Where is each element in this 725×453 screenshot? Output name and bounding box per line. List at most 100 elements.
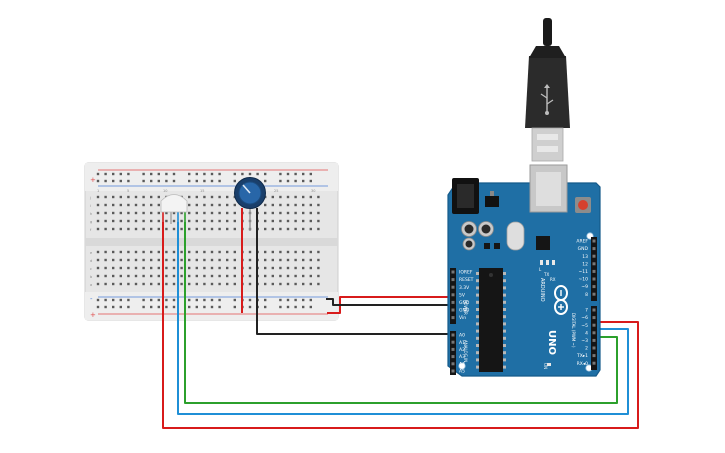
breadboard-hole[interactable]: [119, 179, 122, 183]
breadboard-hole[interactable]: [309, 227, 312, 231]
breadboard-hole[interactable]: [119, 172, 122, 176]
breadboard-hole[interactable]: [119, 250, 122, 254]
digital-pin[interactable]: [592, 262, 596, 266]
breadboard-hole[interactable]: [142, 195, 145, 199]
breadboard-hole[interactable]: [218, 219, 221, 223]
breadboard-hole[interactable]: [134, 274, 138, 278]
breadboard-hole[interactable]: [248, 274, 252, 278]
breadboard-hole[interactable]: [127, 274, 130, 278]
digital-pin[interactable]: [592, 239, 596, 243]
breadboard-hole[interactable]: [165, 179, 168, 183]
breadboard-hole[interactable]: [233, 227, 236, 231]
breadboard-hole[interactable]: [142, 298, 145, 302]
breadboard-hole[interactable]: [104, 211, 107, 215]
breadboard-hole[interactable]: [150, 274, 153, 278]
breadboard-hole[interactable]: [317, 203, 320, 207]
breadboard-hole[interactable]: [188, 172, 191, 176]
breadboard-hole[interactable]: [210, 266, 214, 270]
breadboard-hole[interactable]: [279, 305, 282, 309]
breadboard-hole[interactable]: [134, 266, 138, 270]
breadboard-hole[interactable]: [172, 227, 176, 231]
breadboard-hole[interactable]: [195, 282, 198, 286]
breadboard-hole[interactable]: [188, 203, 191, 207]
breadboard-hole[interactable]: [157, 179, 160, 183]
breadboard-hole[interactable]: [286, 266, 290, 270]
analog-pin[interactable]: [451, 340, 455, 344]
breadboard-hole[interactable]: [188, 250, 191, 254]
breadboard-hole[interactable]: [134, 282, 138, 286]
breadboard-hole[interactable]: [157, 203, 160, 207]
breadboard-hole[interactable]: [188, 298, 191, 302]
breadboard-hole[interactable]: [241, 172, 244, 176]
analog-pin[interactable]: [451, 333, 455, 337]
breadboard-hole[interactable]: [127, 195, 130, 199]
breadboard-hole[interactable]: [248, 266, 252, 270]
breadboard-hole[interactable]: [233, 172, 236, 176]
breadboard-hole[interactable]: [271, 250, 274, 254]
digital-pin[interactable]: [592, 316, 596, 320]
breadboard-hole[interactable]: [302, 203, 305, 207]
arduino-uno[interactable]: L TX RX ARDUINO UNO ON IOREF: [447, 164, 601, 377]
breadboard-hole[interactable]: [150, 172, 153, 176]
breadboard-hole[interactable]: [157, 274, 160, 278]
breadboard-hole[interactable]: [157, 258, 160, 262]
breadboard-hole[interactable]: [317, 282, 320, 286]
breadboard-hole[interactable]: [104, 203, 107, 207]
breadboard-hole[interactable]: [309, 203, 312, 207]
breadboard-hole[interactable]: [142, 266, 145, 270]
breadboard-hole[interactable]: [302, 195, 305, 199]
breadboard-hole[interactable]: [317, 211, 320, 215]
breadboard-hole[interactable]: [96, 227, 100, 231]
breadboard-hole[interactable]: [309, 211, 312, 215]
breadboard-hole[interactable]: [172, 211, 176, 215]
breadboard-hole[interactable]: [264, 266, 267, 270]
breadboard-hole[interactable]: [195, 274, 198, 278]
breadboard-hole[interactable]: [119, 298, 122, 302]
breadboard-hole[interactable]: [203, 250, 206, 254]
breadboard-hole[interactable]: [302, 274, 305, 278]
breadboard-hole[interactable]: [309, 195, 312, 199]
breadboard-hole[interactable]: [104, 195, 107, 199]
breadboard-hole[interactable]: [188, 219, 191, 223]
breadboard-hole[interactable]: [218, 274, 221, 278]
breadboard-hole[interactable]: [127, 179, 130, 183]
breadboard-hole[interactable]: [119, 266, 122, 270]
breadboard-hole[interactable]: [112, 250, 115, 254]
breadboard-hole[interactable]: [226, 266, 229, 270]
breadboard-hole[interactable]: [203, 305, 206, 309]
breadboard-hole[interactable]: [127, 266, 130, 270]
breadboard-hole[interactable]: [264, 227, 267, 231]
breadboard-hole[interactable]: [104, 219, 107, 223]
rgb-led[interactable]: [160, 194, 188, 225]
breadboard-hole[interactable]: [286, 282, 290, 286]
digital-pin[interactable]: [592, 338, 596, 342]
breadboard-hole[interactable]: [188, 211, 191, 215]
breadboard-hole[interactable]: [203, 298, 206, 302]
breadboard-hole[interactable]: [264, 211, 267, 215]
breadboard-hole[interactable]: [96, 195, 100, 199]
breadboard-hole[interactable]: [218, 266, 221, 270]
breadboard-hole[interactable]: [104, 227, 107, 231]
breadboard-hole[interactable]: [112, 258, 115, 262]
breadboard-hole[interactable]: [309, 219, 312, 223]
analog-pin[interactable]: [451, 355, 455, 359]
breadboard-hole[interactable]: [294, 266, 297, 270]
breadboard-hole[interactable]: [96, 172, 100, 176]
breadboard-hole[interactable]: [302, 305, 305, 309]
breadboard-hole[interactable]: [248, 250, 252, 254]
breadboard-hole[interactable]: [119, 227, 122, 231]
breadboard-hole[interactable]: [226, 227, 229, 231]
breadboard-hole[interactable]: [96, 203, 100, 207]
breadboard-hole[interactable]: [302, 266, 305, 270]
breadboard-hole[interactable]: [157, 219, 160, 223]
breadboard-hole[interactable]: [188, 282, 191, 286]
breadboard-hole[interactable]: [165, 266, 168, 270]
breadboard-hole[interactable]: [157, 227, 160, 231]
breadboard-hole[interactable]: [248, 305, 252, 309]
breadboard-hole[interactable]: [180, 266, 183, 270]
breadboard-hole[interactable]: [271, 211, 274, 215]
breadboard-hole[interactable]: [195, 250, 198, 254]
breadboard-hole[interactable]: [104, 298, 107, 302]
breadboard-hole[interactable]: [317, 258, 320, 262]
breadboard-hole[interactable]: [142, 282, 145, 286]
